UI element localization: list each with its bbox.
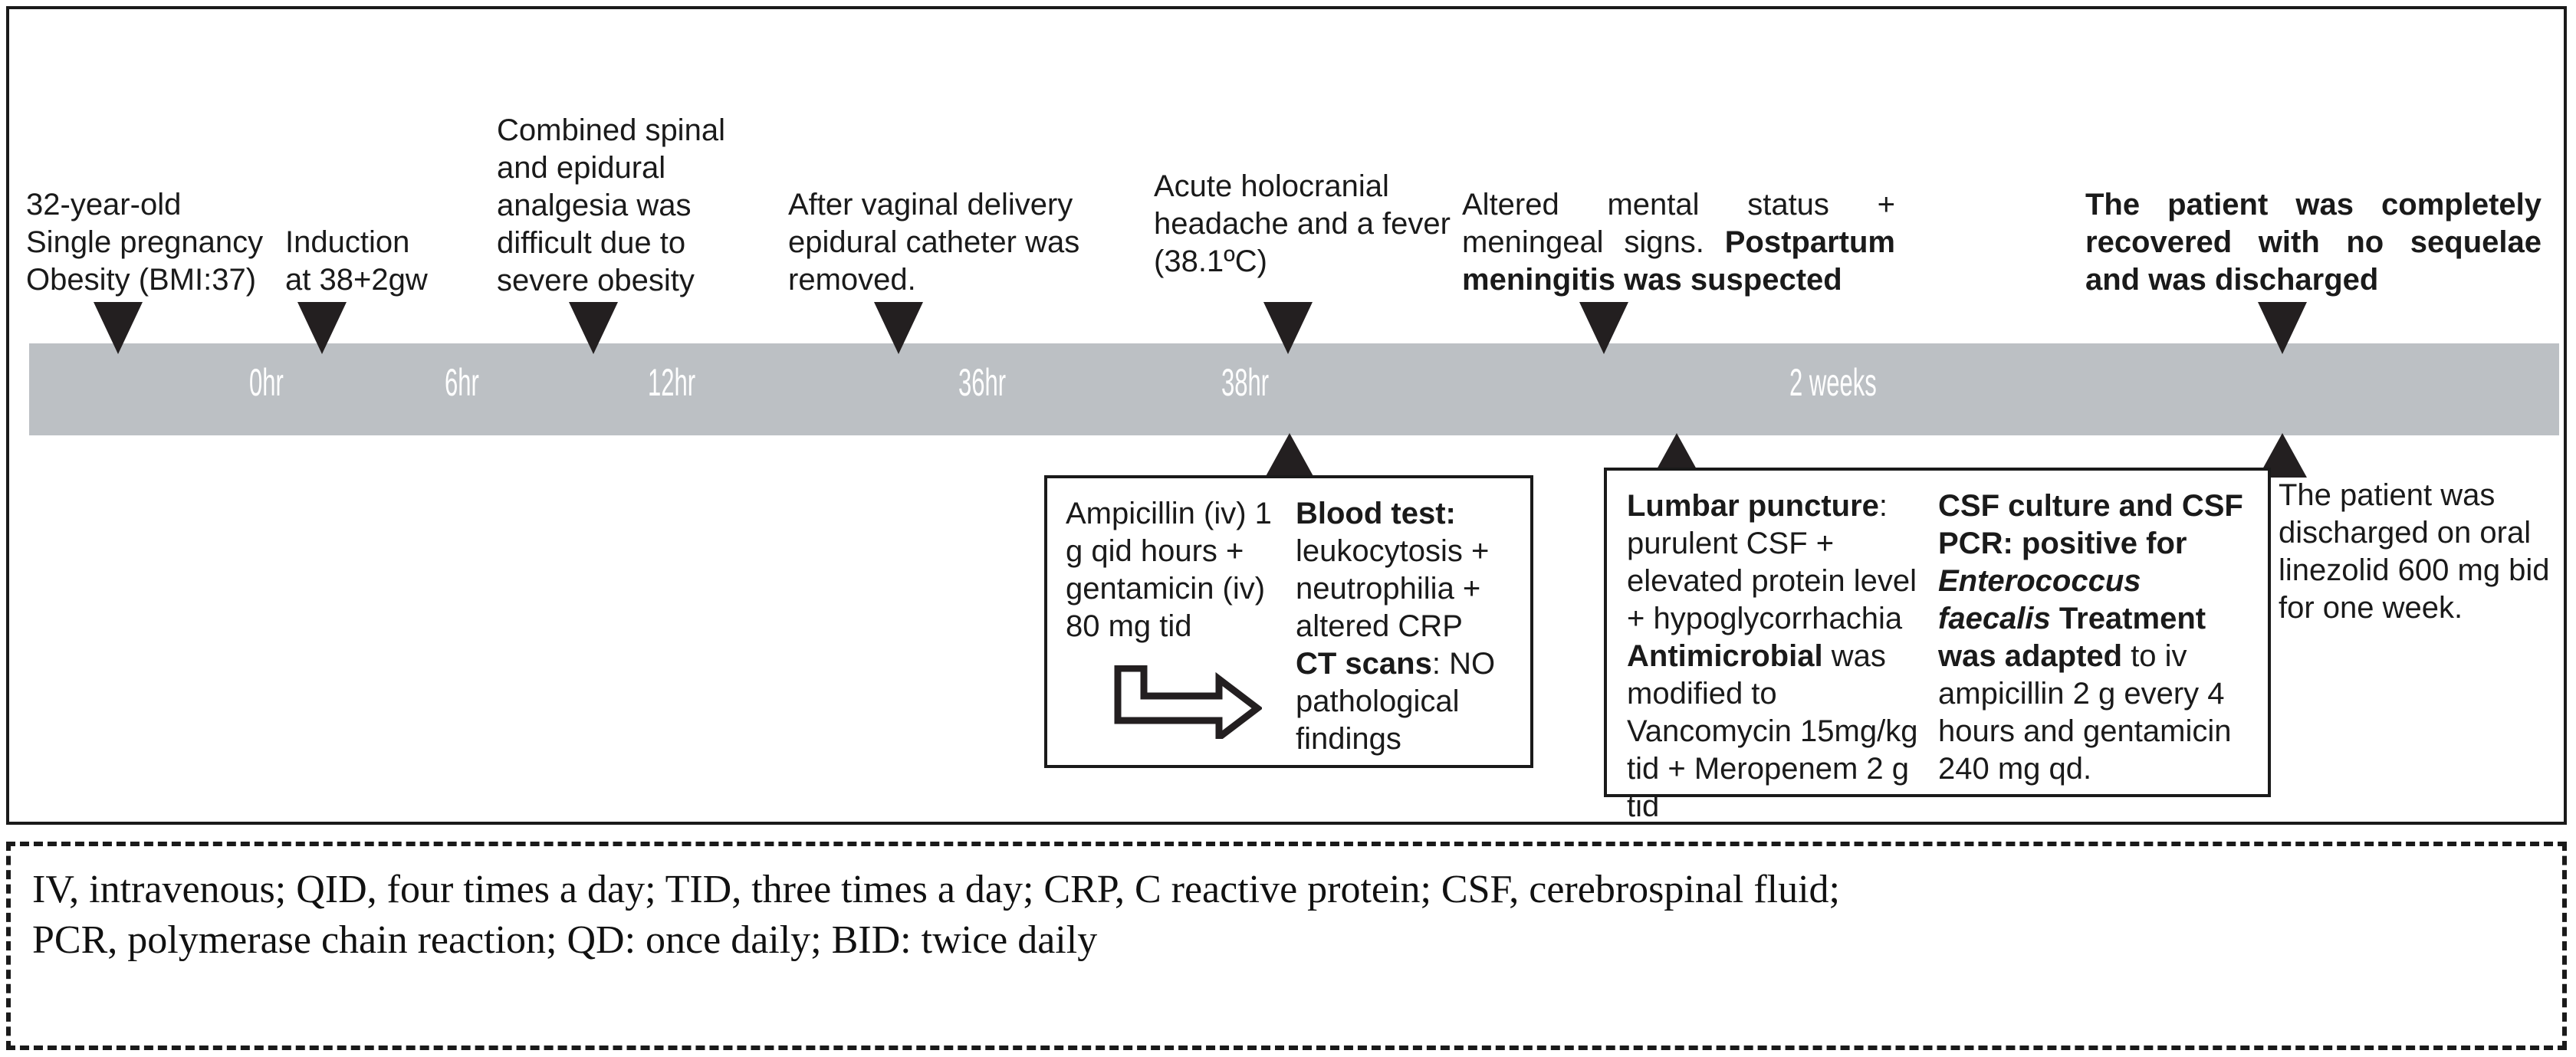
tick-label-0hr: 0hr [249,361,284,404]
recovered-bold: The patient was completely recovered wit… [2085,188,2542,297]
antimicrobial-label: Antimicrobial [1627,639,1823,673]
lumbar-puncture-label: Lumbar puncture [1627,489,1879,523]
lumbar-right-column: CSF culture and CSF PCR: positive for En… [1938,471,2260,794]
marker-down-catheter [874,302,923,354]
event-note-analgesia: Combined spinal and epidural analgesia w… [497,112,734,300]
baseline-line-3: Obesity (BMI:37) [26,263,257,297]
marker-down-recovered [2258,302,2307,354]
discharge-line-3: linezolid 600 mg bid [2279,553,2550,587]
analgesia-line-5: severe obesity [497,264,695,297]
lumbar-puncture-body: : purulent CSF + elevated protein level … [1627,489,1917,635]
bent-arrow-icon [1114,665,1263,745]
analgesia-line-1: Combined spinal [497,113,725,147]
headache-line-2: headache and a fever [1154,207,1451,241]
detail-box-lumbar-38hr: Lumbar puncture: purulent CSF + elevated… [1604,468,2271,823]
tick-label-36hr: 36hr [958,361,1007,404]
csf-culture-label: CSF culture and CSF PCR: positive for [1938,489,2243,560]
baseline-line-1: 32-year-old [26,188,182,222]
meningitis-bold: Postpartum meningitis was suspected [1462,225,1895,297]
abbreviations-line-1: IV, intravenous; QID, four times a day; … [32,868,1841,911]
treatment-regimen-text: Ampicillin (iv) 1 g qid hours + gentamic… [1066,497,1272,643]
analgesia-line-2: and epidural [497,151,666,185]
treatment-adapted-label: Treatment was adapted [1938,602,2206,673]
ct-scans-label: CT scans [1296,647,1432,681]
treatment-right-column: Blood test: leukocytosis + neutrophilia … [1293,478,1523,765]
headache-line-3: (38.1ºC) [1154,245,1267,278]
discharge-note: The patient was discharged on oral linez… [2279,477,2564,627]
organism-name: Enterococcus faecalis [1938,564,2141,635]
event-note-headache: Acute holocranial headache and a fever (… [1154,168,1453,281]
event-note-induction: Induction at 38+2gw [285,224,473,299]
catheter-line-1: After vaginal delivery [788,188,1073,222]
marker-up-treatment [1265,433,1314,478]
abbreviations-line-2: PCR, polymerase chain reaction; QD: once… [32,918,1098,962]
marker-down-induction [297,302,347,354]
abbreviations-text: IV, intravenous; QID, four times a day; … [32,865,2544,966]
marker-down-meningitis [1579,302,1628,354]
baseline-line-2: Single pregnancy [26,225,264,259]
headache-line-1: Acute holocranial [1154,169,1389,203]
event-note-baseline: 32-year-old Single pregnancy Obesity (BM… [26,186,279,299]
discharge-line-1: The patient was [2279,478,2496,512]
event-note-catheter: After vaginal delivery epidural catheter… [788,186,1102,299]
tick-label-6hr: 6hr [445,361,479,404]
marker-down-analgesia [569,302,618,354]
discharge-line-4: for one week. [2279,591,2463,625]
analgesia-line-3: analgesia was [497,189,692,222]
induction-line-1: Induction [285,225,410,259]
tick-label-2weeks: 2 weeks [1789,361,1877,404]
lumbar-left-column: Lumbar puncture: purulent CSF + elevated… [1607,471,1938,823]
event-note-meningitis: Altered mental status + meningeal signs.… [1462,186,1895,299]
induction-line-2: at 38+2gw [285,263,428,297]
tick-label-12hr: 12hr [648,361,696,404]
analgesia-line-4: difficult due to [497,226,686,260]
catheter-line-3: removed. [788,263,916,297]
ct-scans-body: : NO pathological findings [1296,647,1496,756]
marker-down-headache [1263,302,1313,354]
meningitis-plain: Altered mental status + meningeal signs. [1462,188,1895,259]
antimicrobial-body: was modified to Vancomycin 15mg/kg tid +… [1627,639,1918,823]
catheter-line-2: epidural catheter was [788,225,1080,259]
abbreviations-box: IV, intravenous; QID, four times a day; … [6,842,2567,1050]
tick-label-38hr: 38hr [1221,361,1270,404]
timeline-bar [29,343,2559,435]
blood-test-body: leukocytosis + neutrophilia + altered CR… [1296,534,1490,643]
blood-test-label: Blood test: [1296,497,1456,530]
marker-down-baseline [94,302,143,354]
discharge-line-2: discharged on oral [2279,516,2532,550]
detail-box-treatment-36hr: Ampicillin (iv) 1 g qid hours + gentamic… [1044,475,1533,768]
treatment-left-column: Ampicillin (iv) 1 g qid hours + gentamic… [1047,478,1293,765]
event-note-recovered: The patient was completely recovered wit… [2085,186,2542,299]
treatment-adapted-body: to iv ampicillin 2 g every 4 hours and g… [1938,639,2232,786]
